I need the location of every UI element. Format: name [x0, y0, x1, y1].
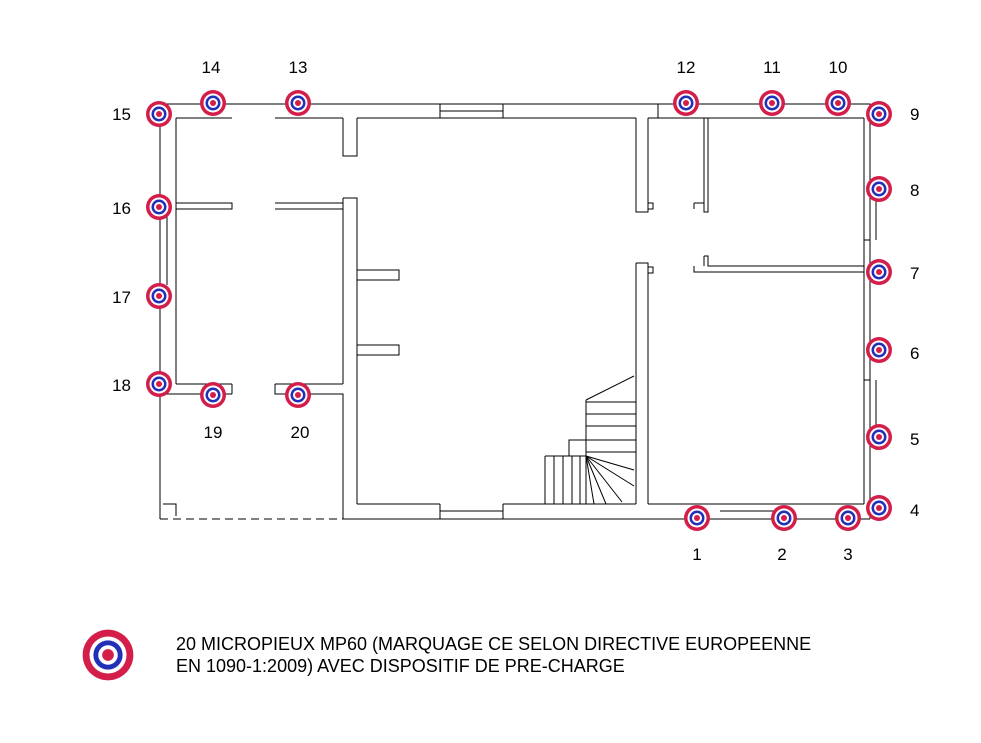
micropile-marker: [200, 90, 226, 116]
micropile-label: 8: [910, 181, 919, 200]
micropile-label: 6: [910, 344, 919, 363]
micropile-markers: [146, 90, 892, 531]
micropile-marker: [866, 259, 892, 285]
legend-line-1: 20 MICROPIEUX MP60 (MARQUAGE CE SELON DI…: [176, 634, 812, 654]
micropile-marker: [146, 194, 172, 220]
micropile-marker: [866, 176, 892, 202]
micropile-label: 10: [829, 58, 848, 77]
micropile-marker: [771, 505, 797, 531]
building-walls: [159, 103, 877, 520]
micropile-target-icon: [82, 629, 134, 681]
micropile-label: 2: [777, 545, 786, 564]
micropile-label: 13: [289, 58, 308, 77]
micropile-marker: [866, 101, 892, 127]
micropile-marker: [146, 371, 172, 397]
legend-target-shape: [82, 629, 134, 681]
micropile-label: 17: [112, 288, 131, 307]
micropile-label: 15: [112, 105, 131, 124]
micropile-label: 19: [204, 423, 223, 442]
micropile-marker: [866, 495, 892, 521]
legend-line-2: EN 1090-1:2009) AVEC DISPOSITIF DE PRE-C…: [176, 656, 625, 676]
micropile-label: 20: [291, 423, 310, 442]
micropile-marker: [200, 382, 226, 408]
micropile-marker: [866, 337, 892, 363]
micropile-label: 7: [910, 264, 919, 283]
micropile-marker: [285, 90, 311, 116]
micropile-label: 3: [843, 545, 852, 564]
micropile-label: 4: [910, 501, 919, 520]
micropile-label: 11: [763, 58, 781, 77]
micropile-marker: [759, 90, 785, 116]
micropile-label: 14: [202, 58, 221, 77]
micropile-label: 12: [677, 58, 696, 77]
micropile-marker: [835, 505, 861, 531]
micropile-marker: [673, 90, 699, 116]
legend-text: 20 MICROPIEUX MP60 (MARQUAGE CE SELON DI…: [176, 633, 811, 677]
micropile-marker: [285, 382, 311, 408]
micropile-label: 5: [910, 430, 919, 449]
micropile-label: 1: [692, 545, 701, 564]
micropile-marker: [146, 283, 172, 309]
micropile-label: 16: [112, 199, 131, 218]
micropile-marker: [684, 505, 710, 531]
micropile-label: 18: [112, 376, 131, 395]
micropile-label: 9: [910, 105, 919, 124]
micropile-marker: [825, 90, 851, 116]
micropile-marker: [866, 424, 892, 450]
micropile-marker: [146, 101, 172, 127]
